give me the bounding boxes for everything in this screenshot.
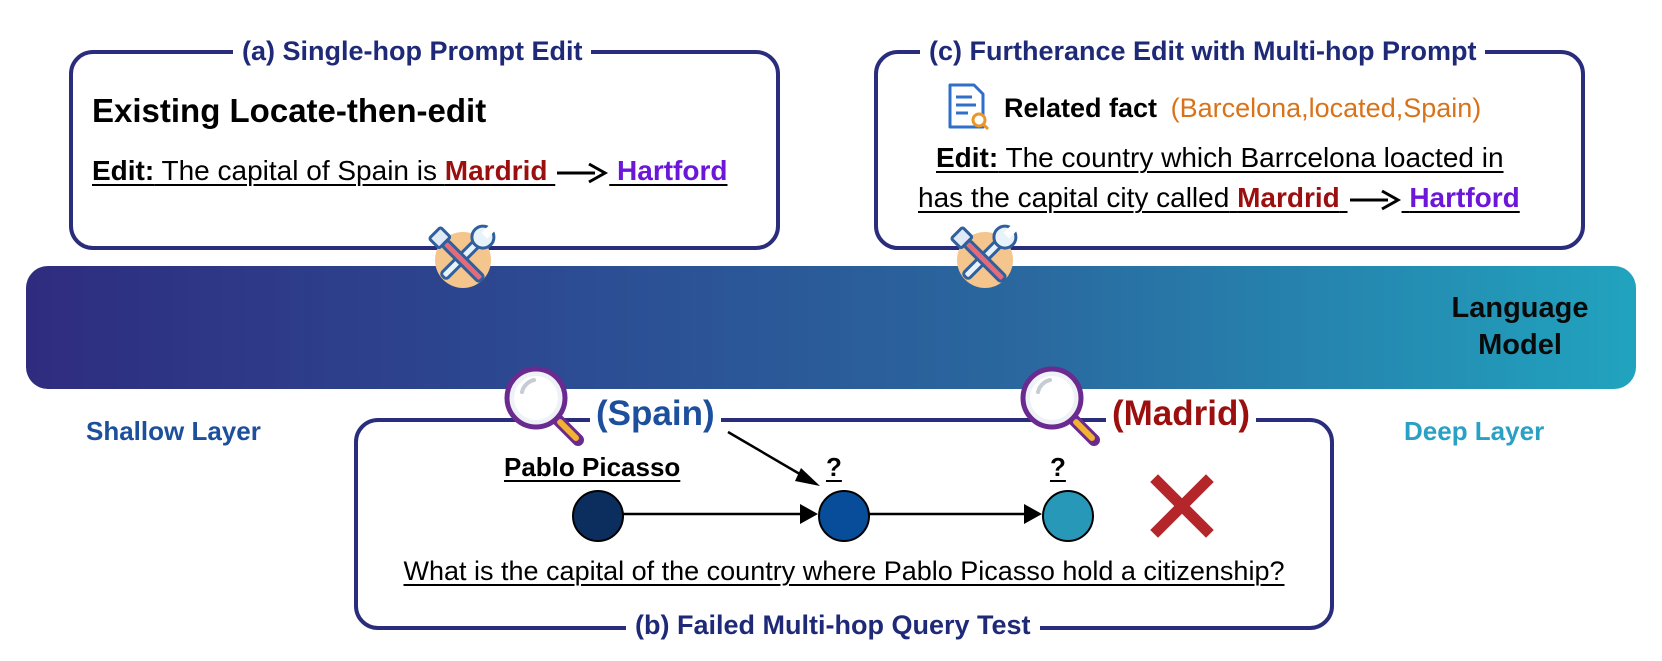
panel-a-edit-line: Edit: The capital of Spain is Mardrid Ha…: [92, 155, 727, 187]
edit-text: The capital of Spain is: [161, 155, 438, 186]
node-subject: [572, 490, 624, 542]
cross-icon: [1150, 474, 1214, 538]
edit-label: Edit:: [92, 155, 155, 186]
deep-layer-label: Deep Layer: [1404, 416, 1545, 446]
magnifier-icon: [504, 366, 584, 446]
hop1-unknown-label: ?: [826, 452, 842, 482]
arrow-right-icon: [1349, 189, 1401, 210]
related-fact-value: (Barcelona,located,Spain): [1170, 93, 1482, 123]
related-fact-line: Related fact (Barcelona,located,Spain): [1004, 93, 1481, 124]
probe-label-madrid: (Madrid): [1106, 394, 1257, 434]
tools-icon: [950, 224, 1018, 288]
panel-c-edit-line-2: has the capital city called Mardrid Hart…: [918, 182, 1520, 214]
tools-icon: [428, 224, 496, 288]
new-object: Hartford: [617, 155, 728, 186]
hop2-unknown-label: ?: [1050, 452, 1066, 482]
panel-c-edit-line-1: Edit: The country which Barrcelona loact…: [936, 142, 1504, 174]
edit-text: The country which Barrcelona loacted in: [1005, 142, 1504, 173]
new-object: Hartford: [1409, 182, 1520, 213]
panel-single-hop-edit: [69, 50, 780, 250]
language-model-label: Language Model: [1451, 292, 1589, 361]
panel-c-title: (c) Furtherance Edit with Multi-hop Prom…: [920, 34, 1486, 68]
multi-hop-question: What is the capital of the country where…: [403, 556, 1285, 586]
magnifier-icon: [1020, 366, 1100, 446]
shallow-layer-label: Shallow Layer: [86, 416, 261, 446]
probe-label-spain: (Spain): [590, 394, 721, 434]
edit-label: Edit:: [936, 142, 999, 173]
node-hop1: [818, 490, 870, 542]
node-hop2: [1042, 490, 1094, 542]
document-search-icon: [948, 83, 990, 131]
old-object: Mardrid: [1237, 182, 1340, 213]
subject-label: Pablo Picasso: [504, 452, 681, 482]
language-model-band: [26, 266, 1636, 389]
panel-a-heading: Existing Locate-then-edit: [92, 92, 487, 129]
arrow-right-icon: [557, 162, 609, 183]
panel-furtherance-edit: [874, 50, 1585, 250]
panel-a-title: (a) Single-hop Prompt Edit: [233, 34, 592, 68]
edit-text: has the capital city called: [918, 182, 1230, 213]
panel-b-title: (b) Failed Multi-hop Query Test: [626, 608, 1040, 642]
related-fact-label: Related fact: [1004, 93, 1158, 123]
old-object: Mardrid: [444, 155, 548, 186]
